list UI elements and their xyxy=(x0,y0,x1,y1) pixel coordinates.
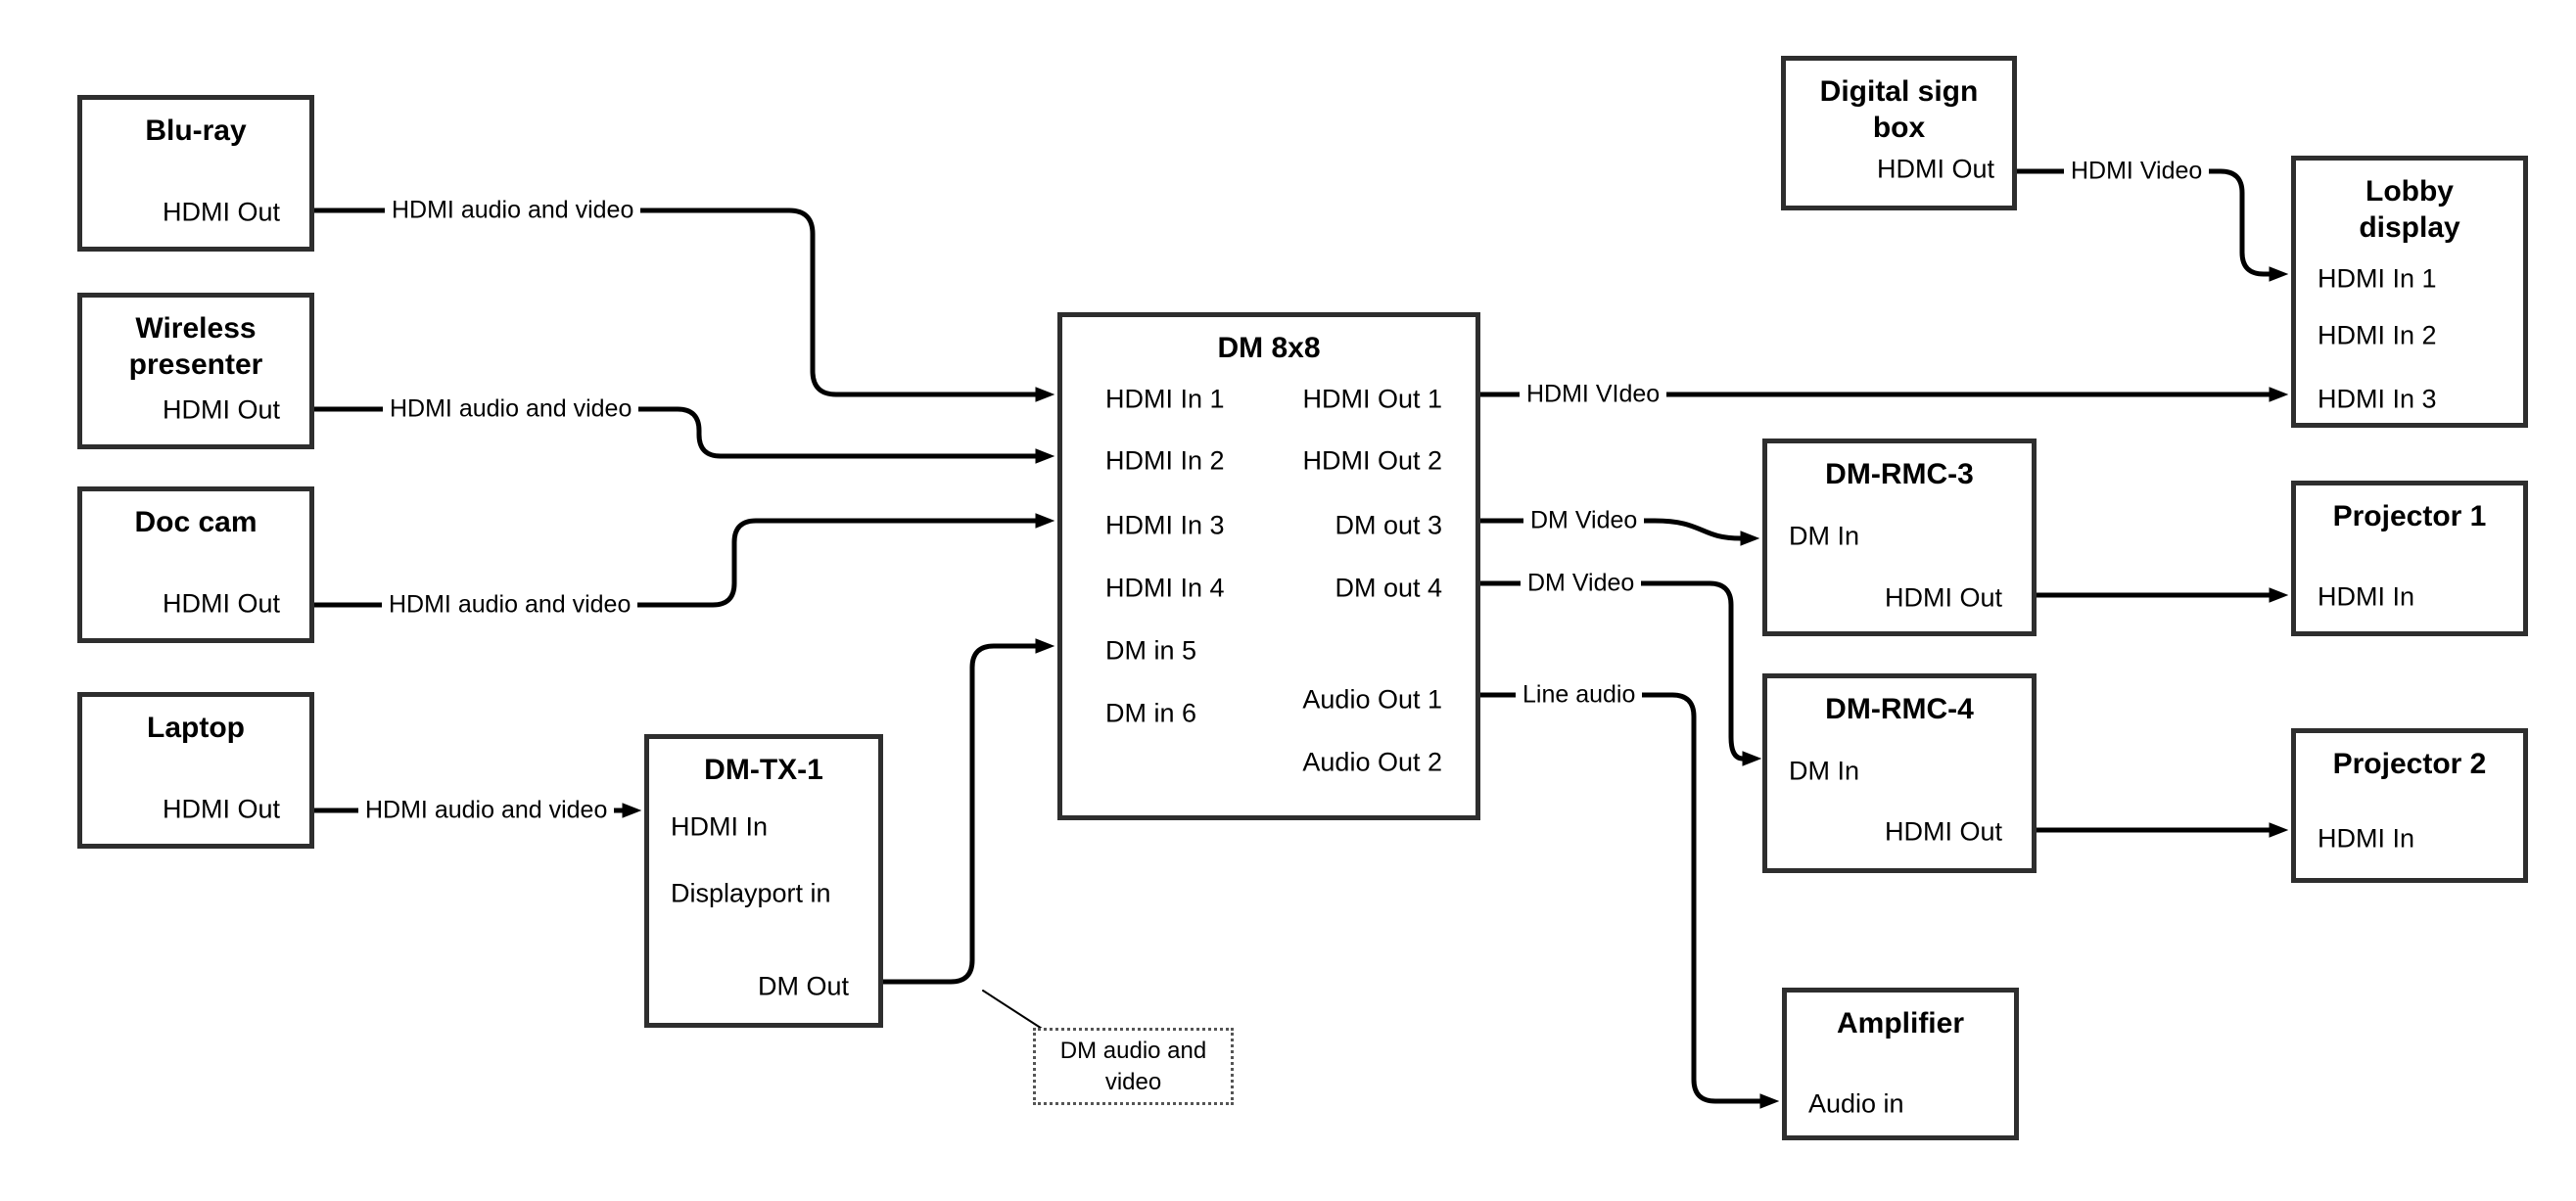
node-dm-8x8: DM 8x8 HDMI In 1 HDMI In 2 HDMI In 3 HDM… xyxy=(1057,312,1480,820)
port-hdmi-in-2: HDMI In 2 xyxy=(2318,320,2437,350)
node-projector-1: Projector 1 HDMI In xyxy=(2291,481,2528,636)
node-title: Amplifier xyxy=(1836,1007,1965,1039)
node-title: Lobby display xyxy=(2359,175,2460,244)
node-title: DM-TX-1 xyxy=(704,754,823,786)
port-hdmi-in-2: HDMI In 2 xyxy=(1105,445,1225,476)
node-title: Blu-ray xyxy=(145,115,247,147)
node-laptop: Laptop HDMI Out xyxy=(77,692,314,849)
connector-label-hdmi-video-sign: HDMI Video xyxy=(2064,157,2210,186)
node-dm-tx-1: DM-TX-1 HDMI In Displayport in DM Out xyxy=(644,734,883,1028)
node-dm-rmc-4: DM-RMC-4 DM In HDMI Out xyxy=(1762,673,2037,873)
node-title: Digital sign box xyxy=(1819,75,1979,144)
node-title: Wireless presenter xyxy=(128,312,263,381)
node-amplifier: Amplifier Audio in xyxy=(1782,988,2019,1140)
node-lobby-display: Lobby display HDMI In 1 HDMI In 2 HDMI I… xyxy=(2291,156,2528,428)
port-audio-out-1: Audio Out 1 xyxy=(1302,684,1442,715)
connector-dm8x8-audio-out-1-to-amplifier xyxy=(1477,692,1760,1101)
port-dm-out-4: DM out 4 xyxy=(1335,573,1442,603)
node-doc-cam: Doc cam HDMI Out xyxy=(77,486,314,643)
port-hdmi-in-4: HDMI In 4 xyxy=(1105,573,1225,603)
port-hdmi-out-1: HDMI Out 1 xyxy=(1302,384,1442,414)
node-title: DM-RMC-4 xyxy=(1825,693,1974,725)
port-hdmi-in: HDMI In xyxy=(2318,823,2415,854)
node-wireless-presenter: Wireless presenter HDMI Out xyxy=(77,293,314,449)
port-dm-in-5: DM in 5 xyxy=(1105,635,1197,666)
connector-dm8x8-dm-out-4-to-dmrmc4 xyxy=(1477,580,1743,759)
port-hdmi-in-3: HDMI In 3 xyxy=(1105,510,1225,540)
connector-label-dm-video-out3: DM Video xyxy=(1523,506,1645,535)
connector-label-hdmi-audio-video-4: HDMI audio and video xyxy=(358,796,615,825)
port-hdmi-in-1: HDMI In 1 xyxy=(2318,263,2437,294)
note-dm-audio-and-video: DM audio and video xyxy=(1033,1028,1234,1105)
port-hdmi-in-3: HDMI In 3 xyxy=(2318,384,2437,414)
connector-label-dm-video-out4: DM Video xyxy=(1521,569,1642,598)
port-audio-in: Audio in xyxy=(1808,1088,1904,1119)
port-hdmi-out: HDMI Out xyxy=(162,197,280,227)
port-dm-in: DM In xyxy=(1789,756,1860,786)
connector-wireless-to-dm8x8-hdmi-in-2 xyxy=(311,406,1036,456)
port-hdmi-out: HDMI Out xyxy=(1884,816,2002,847)
port-hdmi-out: HDMI Out xyxy=(1884,582,2002,613)
node-title: DM 8x8 xyxy=(1217,332,1321,364)
node-dm-rmc-3: DM-RMC-3 DM In HDMI Out xyxy=(1762,439,2037,636)
note-callout-line xyxy=(982,990,1051,1035)
connector-doccam-to-dm8x8-hdmi-in-3 xyxy=(311,521,1036,608)
port-hdmi-out: HDMI Out xyxy=(1876,154,1994,184)
node-title: DM-RMC-3 xyxy=(1825,458,1974,490)
connector-label-hdmi-video-out1: HDMI VIdeo xyxy=(1520,380,1667,409)
port-dm-out-3: DM out 3 xyxy=(1335,510,1442,540)
node-title: Laptop xyxy=(147,712,245,744)
connector-label-hdmi-audio-video-1: HDMI audio and video xyxy=(385,196,641,225)
node-digital-sign-box: Digital sign box HDMI Out xyxy=(1781,56,2017,210)
port-hdmi-in: HDMI In xyxy=(2318,581,2415,612)
port-hdmi-out: HDMI Out xyxy=(162,394,280,425)
connector-bluray-to-dm8x8-hdmi-in-1 xyxy=(311,208,1036,394)
node-title: Projector 1 xyxy=(2332,500,2487,532)
port-displayport-in: Displayport in xyxy=(671,878,831,908)
connector-label-hdmi-audio-video-3: HDMI audio and video xyxy=(382,590,638,620)
connector-digitalsign-to-lobby-hdmi-in-1 xyxy=(2014,168,2270,274)
node-title: Doc cam xyxy=(134,506,258,538)
node-title: Projector 2 xyxy=(2332,748,2487,780)
port-dm-in-6: DM in 6 xyxy=(1105,698,1197,728)
port-dm-out: DM Out xyxy=(757,971,849,1001)
connector-label-line-audio: Line audio xyxy=(1516,680,1643,710)
port-hdmi-out: HDMI Out xyxy=(162,794,280,824)
port-hdmi-out: HDMI Out xyxy=(162,588,280,619)
port-dm-in: DM In xyxy=(1789,521,1860,551)
port-hdmi-out-2: HDMI Out 2 xyxy=(1302,445,1442,476)
connector-label-hdmi-audio-video-2: HDMI audio and video xyxy=(383,394,639,424)
port-hdmi-in-1: HDMI In 1 xyxy=(1105,384,1225,414)
note-text: DM audio and video xyxy=(1059,1038,1207,1095)
port-audio-out-2: Audio Out 2 xyxy=(1302,747,1442,777)
node-blu-ray: Blu-ray HDMI Out xyxy=(77,95,314,252)
port-hdmi-in: HDMI In xyxy=(671,811,769,842)
connector-dmtx1-to-dm8x8-dm-in-5 xyxy=(880,646,1036,985)
connector-dm8x8-dm-out-3-to-dmrmc3 xyxy=(1477,518,1741,538)
node-projector-2: Projector 2 HDMI In xyxy=(2291,728,2528,883)
